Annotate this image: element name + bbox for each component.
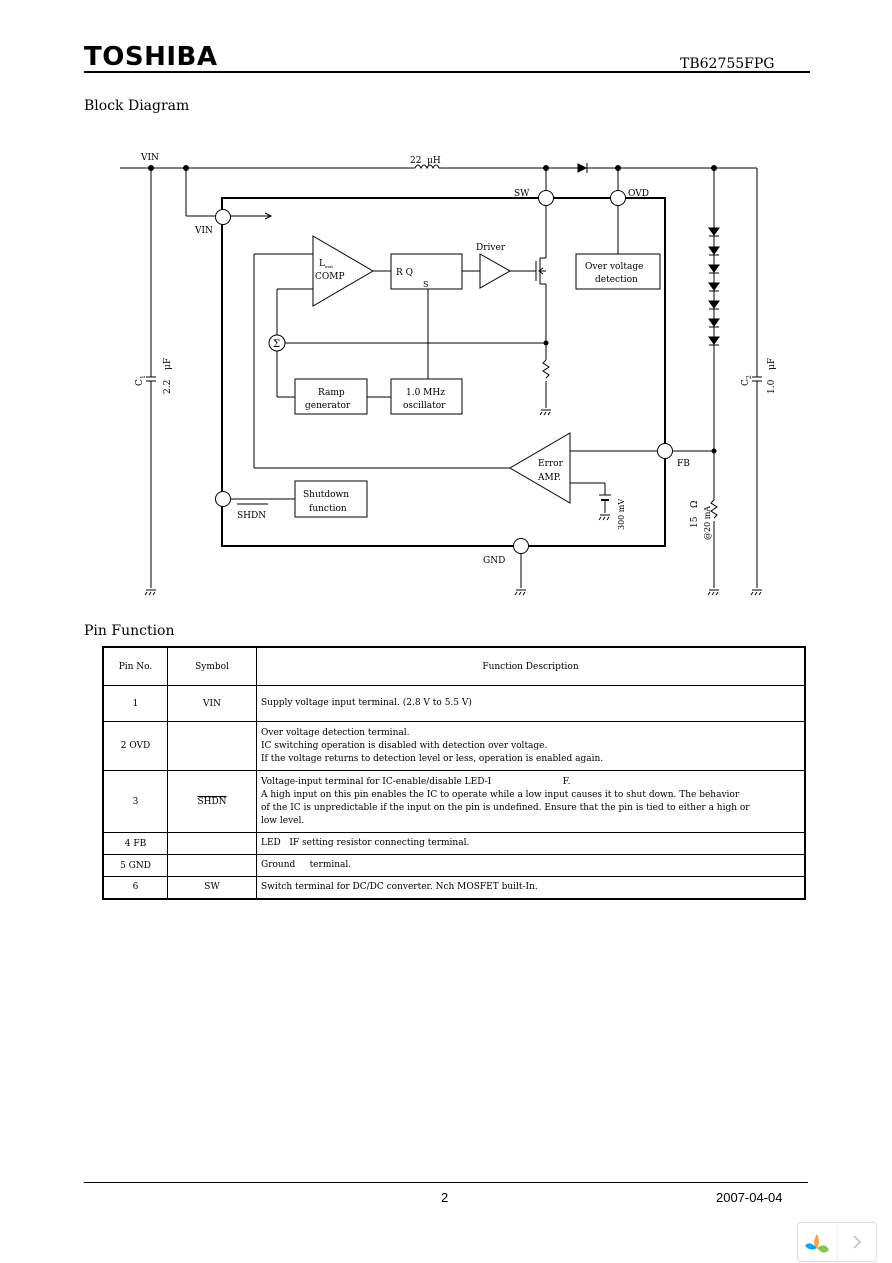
desc-cell: LED IF setting resistor connecting termi… (256, 832, 806, 855)
desc-line: Over voltage detection terminal. (261, 727, 410, 738)
desc-line: low level. (261, 815, 305, 826)
table-row: 5 GND Ground terminal. (102, 854, 806, 877)
desc-line: LED IF setting resistor connecting termi… (261, 838, 470, 848)
symbol-cell: VIN (167, 685, 257, 722)
label-rfb-val: 15 (690, 516, 700, 528)
label-shdn-2: function (309, 504, 347, 514)
label-c1-unit: μF (163, 358, 173, 370)
label-osc-1: 1.0 MHz (406, 388, 445, 398)
label-c1: C (135, 379, 145, 386)
label-sigma: Σ (273, 339, 280, 350)
label-vin-pin: VIN (194, 226, 213, 236)
label-ovd-block-2: detection (595, 275, 638, 285)
symbol-cell (167, 854, 257, 877)
label-rfb-note: @20 mA (703, 506, 712, 540)
label-ovd: OVD (628, 189, 649, 199)
desc-cell: Voltage-input terminal for IC-enable/dis… (256, 770, 806, 833)
block-diagram: VIN 22 μH SW OVD VIN L imit COMP R Q S D… (120, 153, 777, 596)
symbol-cell (167, 832, 257, 855)
label-inductor: 22 (410, 156, 421, 166)
label-comp: COMP (315, 272, 345, 282)
table-row: 1 VIN Supply voltage input terminal. (2.… (102, 685, 806, 722)
label-c2-sub: 2 (746, 375, 753, 379)
part-number: TB62755FPG (680, 56, 775, 72)
desc-line: Voltage-input terminal for IC-enable/dis… (261, 776, 571, 787)
label-fb: FB (677, 459, 690, 469)
label-driver: Driver (476, 243, 506, 253)
desc-line: Switch terminal for DC/DC converter. Nch… (261, 881, 538, 892)
header-rule (84, 71, 810, 73)
pin-cell: 5 GND (102, 854, 168, 877)
desc-line: of the IC is unpredictable if the input … (261, 802, 750, 813)
label-rfb-unit: Ω (690, 501, 700, 508)
label-ref: 300 mV (617, 499, 626, 530)
label-ramp-2: generator (305, 401, 351, 411)
label-sw: SW (514, 189, 530, 199)
table-row: 2 OVD Over voltage detection terminal. I… (102, 721, 806, 771)
desc-cell: Over voltage detection terminal. IC swit… (256, 721, 806, 771)
page-number: 2 (441, 1190, 449, 1205)
pin-cell: 4 FB (102, 832, 168, 855)
label-osc-2: oscillator (403, 401, 446, 411)
desc-line: Supply voltage input terminal. (2.8 V to… (261, 698, 472, 708)
desc-line: A high input on this pin enables the IC … (261, 789, 740, 800)
label-c1-sub: 1 (140, 375, 147, 379)
desc-cell: Ground terminal. (256, 854, 806, 877)
label-s: S (423, 280, 428, 289)
label-ilimit-sub: imit (325, 264, 333, 269)
toshiba-logo: TOSHIBA (84, 42, 218, 72)
col-function-description: Function Description (256, 646, 806, 686)
label-err-1: Error (538, 459, 564, 469)
desc-line: If the voltage returns to detection leve… (261, 753, 604, 764)
pin-function-table: Pin No. Symbol Function Description 1 VI… (102, 646, 806, 900)
pin-cell: 2 OVD (102, 721, 168, 771)
symbol-cell (167, 721, 257, 771)
col-symbol: Symbol (167, 646, 257, 686)
label-ilimit: L (319, 259, 325, 269)
desc-line: Ground terminal. (261, 860, 352, 870)
table-row: 3 SHDN Voltage-input terminal for IC-ena… (102, 770, 806, 833)
label-shdn-1: Shutdown (303, 490, 349, 500)
label-inductor-unit: μH (427, 156, 441, 166)
label-rq: R Q (396, 268, 413, 278)
label-c2-val: 1.0 (767, 379, 777, 394)
label-gnd: GND (483, 556, 505, 566)
desc-line: IC switching operation is disabled with … (261, 740, 548, 751)
table-header-row: Pin No. Symbol Function Description (102, 646, 806, 686)
table-row: 4 FB LED IF setting resistor connecting … (102, 832, 806, 855)
block-diagram-title: Block Diagram (84, 98, 190, 114)
label-err-2: AMP. (537, 473, 561, 483)
label-vin-top: VIN (140, 153, 159, 163)
symbol-cell: SHDN (197, 796, 227, 807)
viewer-widget[interactable] (797, 1222, 877, 1262)
col-pin-no: Pin No. (102, 646, 168, 686)
document-date: 2007-04-04 (716, 1190, 783, 1205)
table-row: 6 SW Switch terminal for DC/DC converter… (102, 876, 806, 899)
pin-cell: 1 (102, 685, 168, 722)
chevron-right-icon[interactable] (853, 1235, 862, 1249)
desc-cell: Supply voltage input terminal. (2.8 V to… (256, 685, 806, 722)
label-c2: C (741, 379, 751, 386)
pin-cell: 6 (102, 876, 168, 899)
label-shdn-pin: SHDN (237, 511, 266, 521)
symbol-cell: SW (167, 876, 257, 899)
app-logo-icon (805, 1234, 829, 1253)
pin-cell: 3 (102, 770, 168, 833)
label-c2-unit: μF (767, 358, 777, 370)
label-ovd-block-1: Over voltage (585, 262, 643, 272)
label-ramp-1: Ramp (318, 388, 345, 398)
pin-function-title: Pin Function (84, 623, 175, 639)
footer-rule (84, 1182, 808, 1183)
label-c1-val: 2.2 (163, 380, 173, 394)
desc-cell: Switch terminal for DC/DC converter. Nch… (256, 876, 806, 899)
